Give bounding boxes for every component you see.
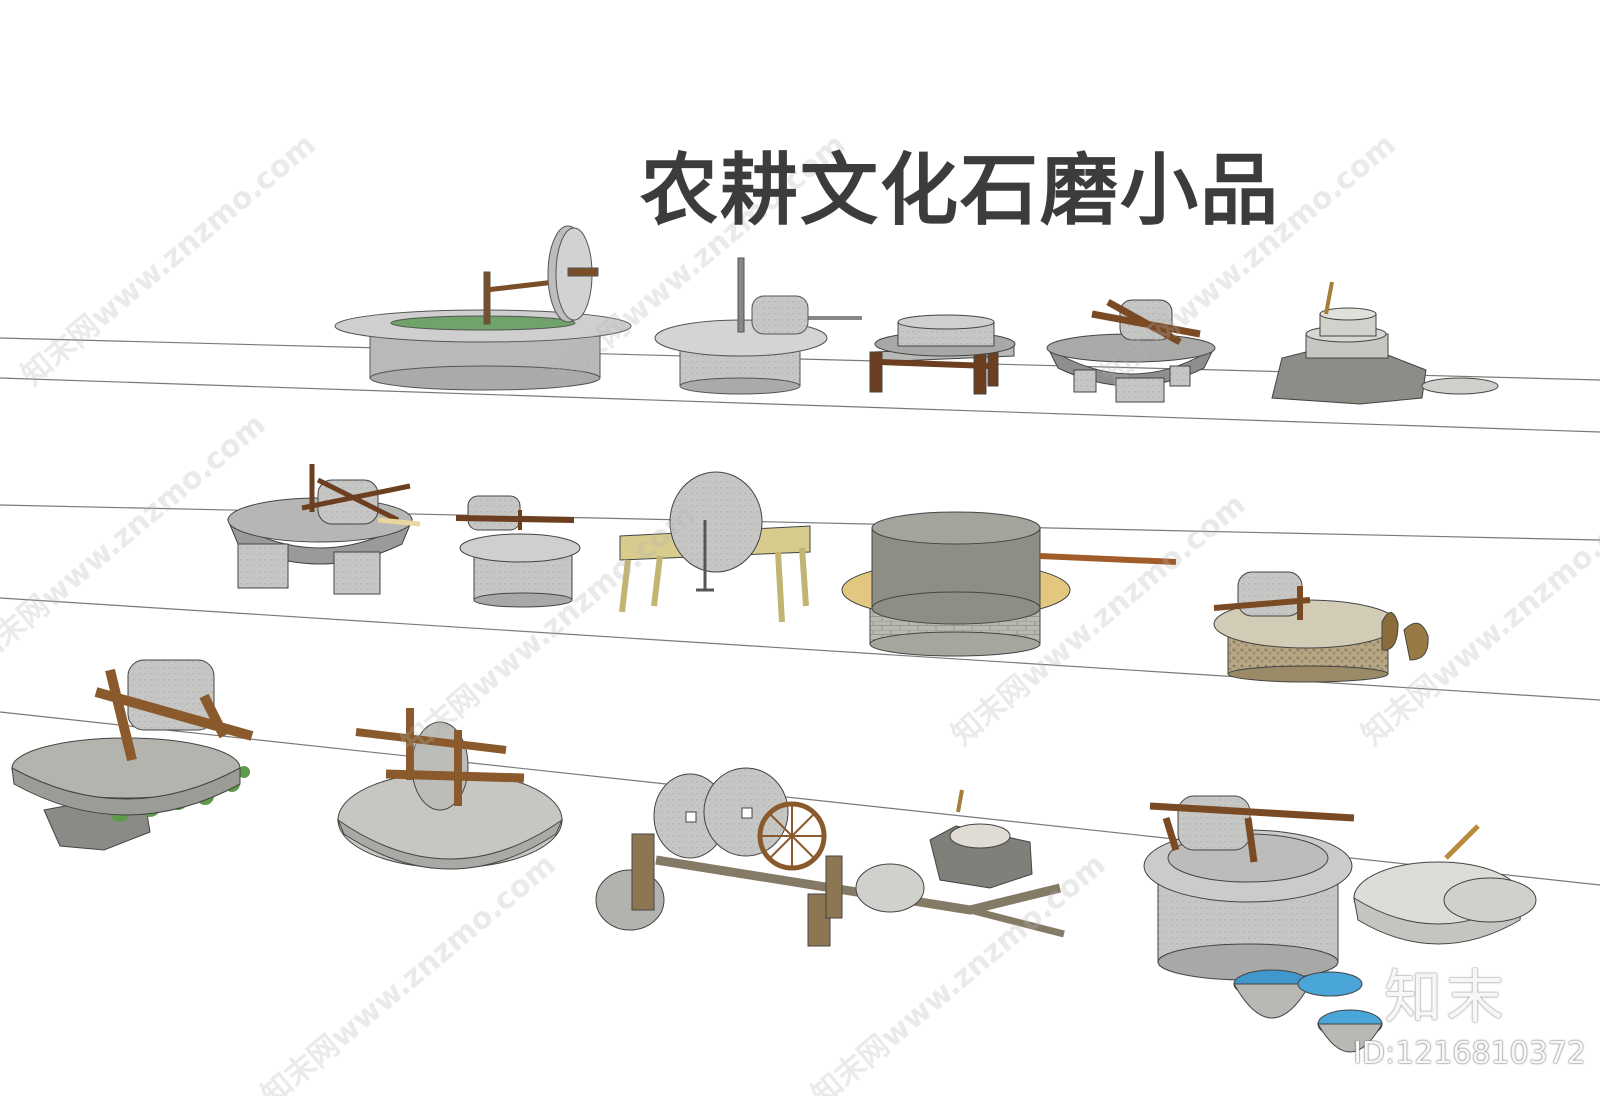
mill-model-5 <box>1271 281 1499 405</box>
image-id-label: ID:1216810372 <box>1353 1036 1586 1071</box>
mill-model-14 <box>1143 795 1537 1053</box>
mill-model-3 <box>869 314 1016 395</box>
brand-logo: 知末 <box>1383 963 1508 1031</box>
mill-model-13 <box>595 767 1065 947</box>
mill-model-12 <box>336 708 564 870</box>
page-title: 农耕文化石磨小品 <box>640 146 1281 236</box>
mill-model-9 <box>841 511 1177 657</box>
mill-model-8 <box>619 471 811 623</box>
mill-model-10 <box>1213 571 1429 683</box>
mill-model-6 <box>226 464 421 595</box>
mill-model-1 <box>334 225 632 391</box>
mill-model-7 <box>455 495 581 608</box>
mill-model-4 <box>1046 298 1216 403</box>
mill-model-2 <box>654 257 862 395</box>
mill-model-11 <box>11 659 254 851</box>
